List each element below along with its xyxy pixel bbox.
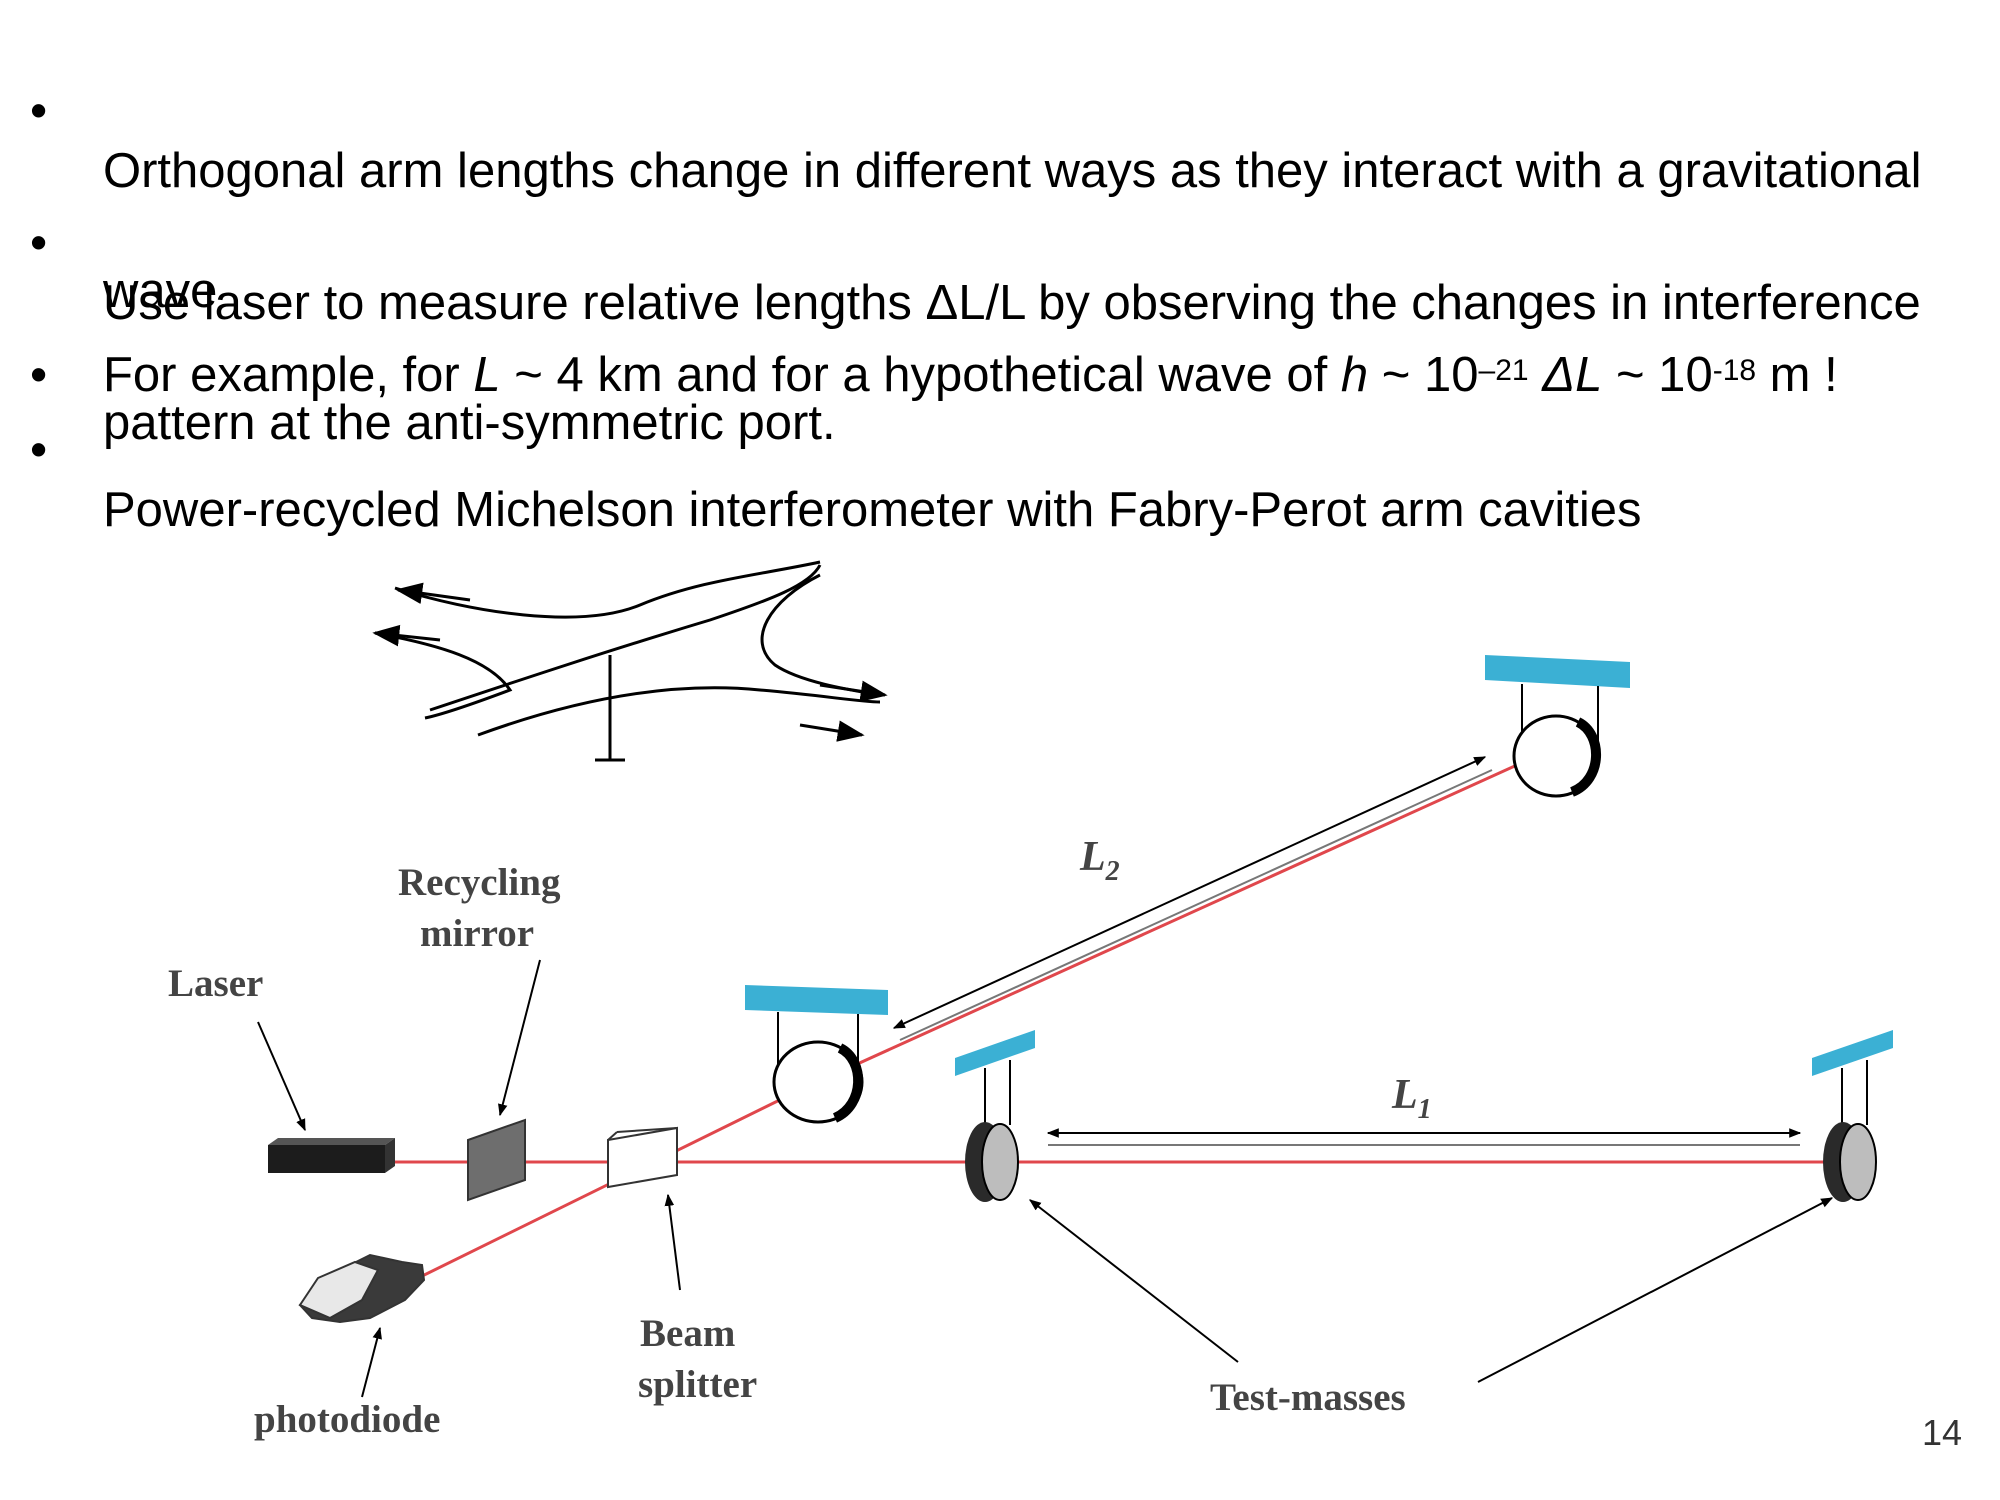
bullet-3-mid3: ~ 10 [1602, 348, 1713, 402]
pointer-arrows [257, 959, 1834, 1398]
wave-arrow-left [372, 624, 441, 647]
laser-box [268, 1138, 395, 1173]
L1-arrow [1046, 1128, 1802, 1146]
L1-label: L1 [1391, 1072, 1432, 1125]
bullet-1-line-2: wave [103, 264, 218, 318]
test-mass-end-arm1 [1812, 1030, 1893, 1202]
wave-arrow-right [819, 680, 888, 702]
bullet-3-mid2: ~ 10 [1368, 348, 1479, 402]
wave-curve-bottom [477, 686, 881, 737]
bullet-dot: • [30, 423, 48, 477]
bullet-3-mid1: ~ 4 km and for a hypothetical wave of [500, 348, 1341, 402]
beam-arm-2 [799, 758, 1529, 1092]
bullet-2-line-2: pattern at the anti-symmetric port. [103, 396, 836, 450]
test-mass-pointer-2 [1477, 1197, 1834, 1383]
bullet-3-post: m ! [1756, 348, 1838, 402]
recycling-mirror-label-1: Recycling [398, 861, 561, 904]
photodiode-label: photodiode [254, 1398, 440, 1441]
test-mass-pointer-1 [1029, 1199, 1239, 1363]
bullet-dot: • [30, 348, 48, 402]
bullet-3-h: h [1340, 348, 1369, 402]
test-mass-end-arm2 [1485, 655, 1630, 798]
bullet-3-exp1: –21 [1478, 354, 1529, 387]
wave-arrow-lower-right [799, 720, 865, 742]
wave-arrow-upper-left [395, 582, 471, 605]
bullet-4-line-1: Power-recycled Michelson interferometer … [103, 483, 1642, 537]
beam-splitter-label-1: Beam [640, 1312, 735, 1355]
recycling-mirror-label-2: mirror [420, 912, 534, 955]
photodiode [298, 1253, 426, 1324]
recycling-mirror-pointer [498, 959, 541, 1117]
beam-to-photodiode [409, 1088, 801, 1284]
wave-curve-diag [429, 564, 822, 712]
page-number: 14 [1922, 1412, 1963, 1453]
recycling-mirror [467, 1118, 526, 1202]
laser-label: Laser [168, 962, 263, 1005]
bullet-2-line-1: Use laser to measure relative lengths ΔL… [103, 276, 1921, 330]
bullet-3-dL: ΔL [1528, 348, 1603, 402]
test-mass-inner-arm1 [955, 1030, 1035, 1202]
beam-splitter-label-2: splitter [638, 1363, 757, 1406]
test-masses-label: Test-masses [1210, 1376, 1406, 1419]
bullet-dot: • [30, 84, 48, 138]
bullet-3-L: L [473, 348, 501, 402]
wave-curve-left [374, 631, 513, 720]
beam-splitter [607, 1126, 678, 1189]
photodiode-pointer [361, 1326, 382, 1398]
bullet-3-pre: For example, for [103, 348, 474, 402]
wave-curve-top [394, 560, 821, 619]
laser-beams [395, 758, 1855, 1284]
gravitational-wave-sketch [372, 560, 888, 762]
test-mass-inner-arm2 [745, 985, 888, 1124]
L2-label: L2 [1079, 834, 1120, 887]
beam-splitter-pointer [664, 1193, 681, 1291]
bullet-dot: • [30, 216, 48, 270]
L2-arrow [892, 756, 1493, 1041]
bullet-3-exp2: -18 [1712, 354, 1757, 387]
bullet-1-line-1: Orthogonal arm lengths change in differe… [103, 144, 1922, 198]
laser-pointer [257, 1021, 306, 1132]
